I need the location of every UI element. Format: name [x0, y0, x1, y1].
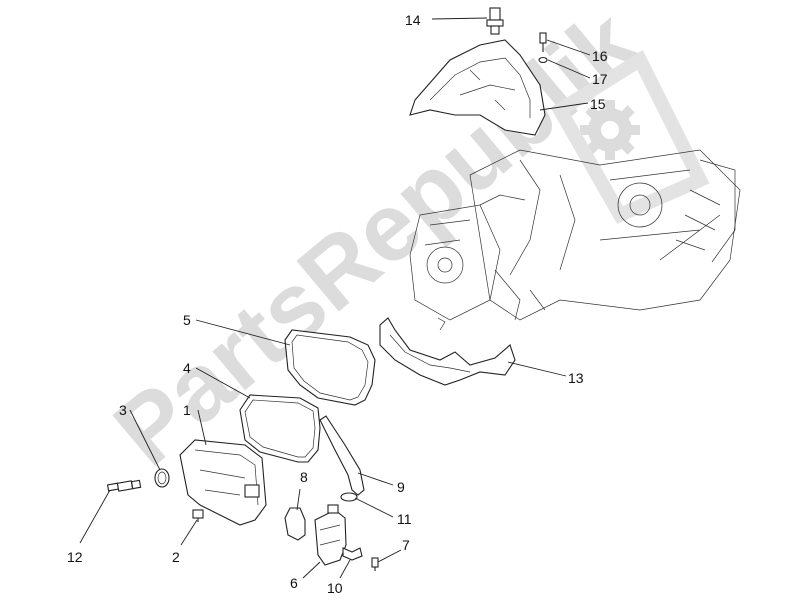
- part-17-washer: [538, 56, 548, 64]
- part-14-sensor: [486, 7, 504, 35]
- part-16-screw: [539, 32, 547, 52]
- leader-lines: [79, 17, 591, 579]
- callout-16: 16: [592, 48, 608, 64]
- part-5-gasket: [284, 329, 376, 406]
- part-12-spark-plug: [106, 479, 142, 492]
- engine-block: [409, 149, 741, 321]
- part-15-cover: [409, 39, 546, 136]
- callout-6: 6: [290, 575, 298, 591]
- callout-8: 8: [300, 469, 308, 485]
- callout-2: 2: [172, 549, 180, 565]
- part-13-bracket: [379, 317, 516, 386]
- callout-7: 7: [402, 537, 410, 553]
- callout-14: 14: [405, 12, 421, 28]
- watermark-triangle: [550, 49, 710, 224]
- part-1-valve-cover: [179, 439, 267, 526]
- part-9-hose: [319, 415, 365, 496]
- callout-10: 10: [327, 580, 343, 596]
- callout-3: 3: [119, 402, 127, 418]
- callout-11: 11: [397, 511, 412, 527]
- part-4-gasket: [239, 394, 321, 463]
- callout-13: 13: [568, 370, 584, 386]
- gear-icon: [580, 100, 640, 160]
- callout-labels: 14 16 17 15 5 4 13 3 1 8 9 11 7 12 2 6 1…: [67, 12, 608, 596]
- callout-4: 4: [183, 360, 191, 376]
- part-6-breather: [314, 504, 347, 566]
- part-3-oring: [154, 468, 170, 488]
- part-10-clip: [342, 547, 363, 561]
- callout-9: 9: [397, 479, 405, 495]
- callout-1: 1: [183, 402, 191, 418]
- callout-17: 17: [592, 71, 608, 87]
- callout-12: 12: [67, 549, 83, 565]
- part-8-gasket: [284, 507, 306, 541]
- callout-5: 5: [183, 312, 191, 328]
- part-2-bolt: [192, 509, 204, 522]
- callout-15: 15: [590, 96, 606, 112]
- part-11-clamp: [340, 492, 358, 502]
- watermark-text: PartsRepublik: [95, 0, 659, 486]
- part-7-screw: [371, 557, 379, 571]
